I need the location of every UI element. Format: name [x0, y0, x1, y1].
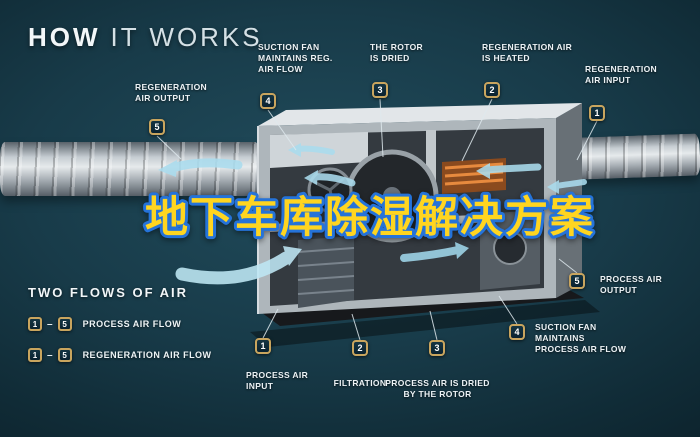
legend-label-process: PROCESS AIR FLOW: [82, 319, 182, 329]
legend-row-process: 1 – 5 PROCESS AIR FLOW: [28, 317, 212, 331]
legend-title: TWO FLOWS OF AIR: [28, 285, 189, 300]
airflow-arrow: [295, 145, 335, 155]
callout-badge-suction-fan-reg: 4: [260, 93, 276, 109]
callout-label-suction-fan-process: SUCTION FAN MAINTAINS PROCESS AIR FLOW: [535, 322, 627, 355]
heater-coil: [444, 162, 504, 170]
callout-label-reg-air-input: REGENERATION AIR INPUT: [585, 64, 658, 86]
callout-line: [576, 120, 598, 161]
callout-line: [379, 98, 384, 158]
page-title-strong: HOW: [28, 22, 101, 52]
callout-badge-rotor-dried: 3: [372, 82, 388, 98]
airflow-arrow: [310, 173, 356, 187]
callout-label-rotor-dried: THE ROTOR IS DRIED: [370, 42, 424, 64]
callout-badge-suction-fan-process: 4: [509, 324, 525, 340]
legend-badge-to: 5: [57, 317, 72, 331]
callout-line: [558, 258, 578, 274]
dehumidifier-unit: [250, 103, 600, 347]
callout-line: [262, 308, 279, 339]
callout-label-process-air-input: PROCESS AIR INPUT: [246, 370, 309, 392]
airflow-arrowhead: [304, 170, 318, 185]
filter-line: [297, 275, 355, 281]
airflow-arrow: [400, 246, 462, 262]
airflow-arrowhead: [158, 160, 177, 177]
airflow-arrows: [158, 143, 587, 285]
callout-badge-reg-air-heated: 2: [484, 82, 500, 98]
unit-top: [258, 103, 582, 126]
legend-badge-from: 1: [28, 317, 42, 331]
headline: 地下车库除湿解决方案: [138, 188, 602, 250]
callout-badge-reg-air-input: 1: [589, 105, 605, 121]
floor-shadow: [250, 300, 600, 347]
callout-line: [461, 98, 493, 162]
legend-dash: –: [47, 349, 53, 361]
callout-line: [156, 135, 182, 160]
filter-line: [297, 247, 355, 253]
unit-right-side: [556, 103, 582, 298]
legend-dash: –: [47, 318, 53, 330]
page-title-light: IT WORKS: [110, 22, 263, 52]
callout-label-process-air-output: PROCESS AIR OUTPUT: [600, 274, 663, 296]
callout-label-suction-fan-reg: SUCTION FAN MAINTAINS REG. AIR FLOW: [258, 42, 333, 75]
airflow-arrow: [482, 163, 542, 174]
airflow-arrow: [553, 179, 587, 189]
airflow-arrowhead: [476, 163, 490, 179]
callout-line: [351, 313, 361, 341]
airflow-arrowhead: [547, 180, 559, 194]
airflow-arrowhead: [283, 246, 302, 266]
headline-text: 地下车库除湿解决方案: [145, 194, 595, 242]
callout-badge-reg-air-output: 5: [149, 119, 165, 135]
left-duct: [0, 142, 260, 196]
legend-badge-from: 1: [28, 348, 42, 362]
callout-line: [267, 109, 297, 151]
process-fan: [493, 231, 527, 265]
legend: TWO FLOWS OF AIR 1 – 5 PROCESS AIR FLOW …: [28, 285, 212, 362]
callout-label-reg-air-heated: REGENERATION AIR IS HEATED: [482, 42, 573, 64]
page-title: HOW IT WORKS: [28, 22, 263, 53]
airflow-arrowhead: [455, 242, 469, 259]
legend-label-regeneration: REGENERATION AIR FLOW: [82, 350, 212, 360]
legend-row-regeneration: 1 – 5 REGENERATION AIR FLOW: [28, 348, 212, 362]
airflow-arrowhead: [288, 143, 301, 157]
callout-line: [498, 295, 518, 325]
callout-label-process-air-dried: PROCESS AIR IS DRIED BY THE ROTOR: [385, 378, 490, 400]
filter-line: [297, 289, 355, 295]
callout-badge-process-air-output: 5: [569, 273, 585, 289]
airflow-arrow: [167, 158, 243, 173]
callout-badge-process-air-input: 1: [255, 338, 271, 354]
heater-coil: [444, 178, 504, 186]
callout-badge-filtration: 2: [352, 340, 368, 356]
rotor-hub: [383, 187, 401, 205]
fan-blade: [328, 189, 336, 209]
callout-badge-process-air-dried: 3: [429, 340, 445, 356]
filter-line: [297, 261, 355, 267]
callout-label-filtration: FILTRATION: [333, 378, 387, 388]
callout-line: [429, 310, 438, 341]
callout-label-reg-air-output: REGENERATION AIR OUTPUT: [135, 82, 208, 104]
legend-badge-to: 5: [57, 348, 72, 362]
callout-lines: [156, 98, 598, 341]
airflow-arrow: [175, 251, 293, 285]
